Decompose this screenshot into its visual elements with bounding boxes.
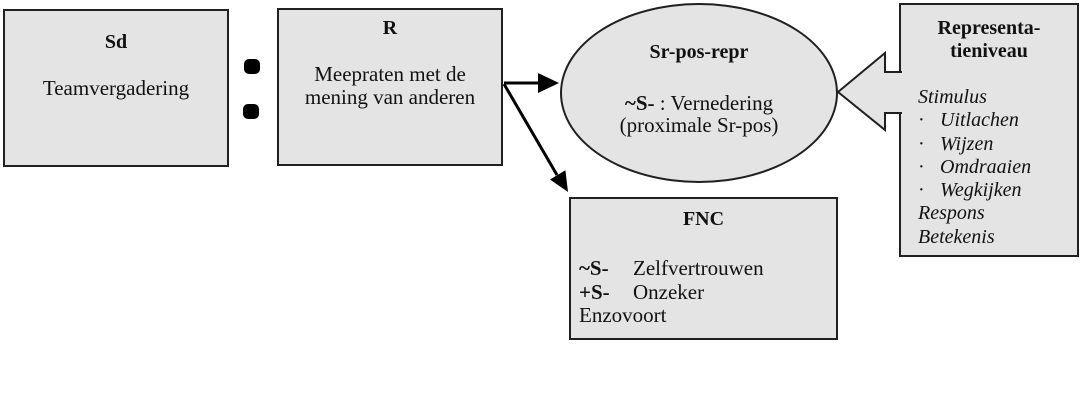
fnc-row: +S- Onzeker [579, 279, 836, 305]
arrowhead-icon [550, 170, 568, 192]
bullet-dot: · [918, 179, 925, 202]
repr-item-label: Wegkijken [940, 179, 1022, 202]
arrow-r-to-fnc [502, 83, 568, 192]
srpos-repr-ellipse: Sr-pos-repr ~S- : Vernedering (proximale… [560, 3, 838, 183]
colon-dot-icon [243, 104, 259, 119]
representatieniveau-title-line2: tieniveau [950, 40, 1028, 62]
bullet-dot: · [918, 109, 925, 132]
fnc-row-label: Onzeker [633, 279, 705, 304]
repr-item: · Uitlachen [918, 109, 1077, 132]
block-arrow-outline [836, 50, 902, 133]
repr-item: Respons [918, 202, 1077, 225]
block-arrow-fill [838, 53, 902, 130]
r-box-body-line2: mening van anderen [304, 85, 476, 109]
block-arrow-repr-to-srpos [836, 50, 902, 133]
srpos-value-rest: : Vernedering [654, 91, 774, 115]
r-box-body-line1: Meepraten met de [314, 62, 466, 86]
sd-box-title: Sd [104, 31, 128, 53]
fnc-row-label: Zelfvertrouwen [633, 256, 764, 280]
representatieniveau-box: Representa- tieniveau Stimulus · Uitlache… [899, 3, 1079, 257]
srpos-repr-title: Sr-pos-repr [649, 41, 749, 63]
repr-item-label: Wijzen [940, 132, 994, 155]
representatieniveau-title: Representa- tieniveau [901, 17, 1077, 63]
sd-box: Sd Teamvergadering [3, 9, 229, 167]
repr-item-label: Respons [918, 202, 985, 225]
representatieniveau-items: Stimulus · Uitlachen · Wijzen · Omdraaien ·… [901, 86, 1077, 249]
repr-item: Stimulus [918, 86, 1077, 109]
repr-item: · Wegkijken [918, 179, 1077, 202]
repr-item-label: Betekenis [918, 225, 995, 248]
fnc-box: FNC ~S- Zelfvertrouwen +S- Onzeker Enzovoo… [569, 197, 838, 340]
r-box-body: Meepraten met de mening van anderen [279, 63, 501, 109]
repr-item: Betekenis [918, 226, 1077, 249]
arrow-shaft [502, 83, 559, 176]
repr-item: · Wijzen [918, 133, 1077, 156]
bullet-dot: · [918, 132, 925, 155]
r-box-title: R [382, 17, 398, 39]
srpos-repr-subtitle: (proximale Sr-pos) [619, 113, 779, 137]
r-box: R Meepraten met de mening van anderen [277, 8, 503, 166]
arrowhead-icon [538, 73, 559, 93]
repr-item-label: Uitlachen [940, 109, 1019, 132]
srpos-value-prefix: ~S- [624, 91, 655, 115]
fnc-row-prefix: +S- [579, 279, 610, 304]
sd-box-body: Teamvergadering [42, 76, 190, 100]
arrow-r-to-srpos [504, 73, 559, 93]
fnc-row: ~S- Zelfvertrouwen [579, 256, 836, 281]
repr-item: · Omdraaien [918, 156, 1077, 179]
repr-item-label: Omdraaien [940, 155, 1032, 178]
fnc-box-rows: ~S- Zelfvertrouwen +S- Onzeker Enzovoort [571, 256, 836, 328]
fnc-box-title: FNC [682, 208, 725, 230]
bullet-dot: · [918, 155, 925, 178]
fnc-row-label: Enzovoort [579, 303, 667, 327]
fnc-row: Enzovoort [579, 303, 836, 328]
repr-item-label: Stimulus [918, 86, 987, 108]
srpos-repr-value: ~S- : Vernedering [562, 92, 836, 114]
fnc-row-prefix: ~S- [579, 256, 609, 280]
representatieniveau-title-line1: Representa- [937, 17, 1041, 39]
colon-dot-icon [244, 59, 260, 74]
